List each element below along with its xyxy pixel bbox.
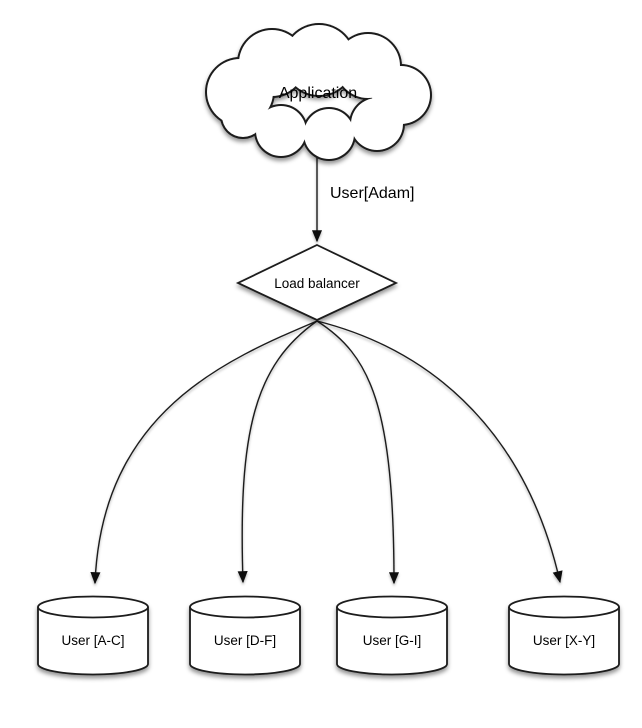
edge-load-balancer-to-shard-a-c [90, 320, 318, 585]
cloud-body [207, 25, 430, 159]
edge-load-balancer-to-shard-d-f [237, 320, 318, 584]
edges [90, 150, 563, 585]
request-edge-label: User[Adam] [330, 185, 414, 202]
shard-label-d-f: User [D-F] [214, 633, 276, 648]
edge-load-balancer-to-shard-x-y [316, 320, 563, 584]
load-balancer-diamond [235, 244, 399, 321]
shard-label-a-c: User [A-C] [61, 633, 124, 648]
application-cloud-label: Application [279, 85, 357, 102]
edge-load-balancer-to-shard-g-i [316, 320, 400, 585]
application-cloud [205, 23, 432, 161]
shard-cylinder-g-i [336, 595, 448, 676]
load-balancer-label: Load balancer [274, 276, 360, 291]
shard-label-x-y: User [X-Y] [533, 633, 595, 648]
shard-cylinder-x-y [508, 595, 620, 676]
shard-cylinder-a-c [37, 595, 149, 676]
shard-label-g-i: User [G-I] [363, 633, 422, 648]
shard-cylinder-d-f [189, 595, 301, 676]
